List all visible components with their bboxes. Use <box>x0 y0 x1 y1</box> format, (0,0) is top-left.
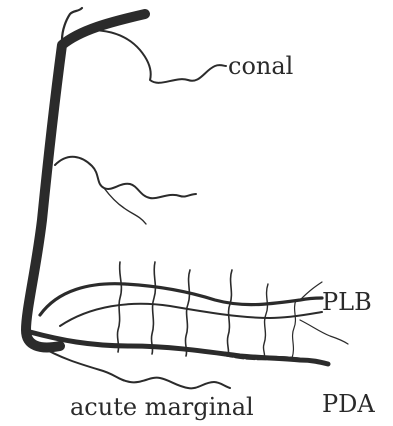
septal-branch-3 <box>185 270 190 356</box>
label-plb: PLB <box>322 290 372 314</box>
septal-branch-4 <box>227 270 232 356</box>
septal-branch-2 <box>151 262 155 354</box>
label-acute-marginal: acute marginal <box>70 395 254 419</box>
label-conal: conal <box>228 54 293 78</box>
plb-vessel <box>40 284 322 315</box>
conal-branch <box>90 30 226 83</box>
pda-segment-dark <box>225 354 300 360</box>
main-vessel-trunk <box>26 14 145 347</box>
septal-branch-1 <box>117 262 121 352</box>
plb-vessel-secondary <box>60 304 322 326</box>
septal-branch-5 <box>263 284 268 358</box>
rv-branch <box>55 157 196 199</box>
septal-branch-6 <box>292 300 296 358</box>
rv-subbranch <box>104 188 146 224</box>
pda-twig <box>300 320 348 344</box>
label-pda: PDA <box>322 392 375 416</box>
